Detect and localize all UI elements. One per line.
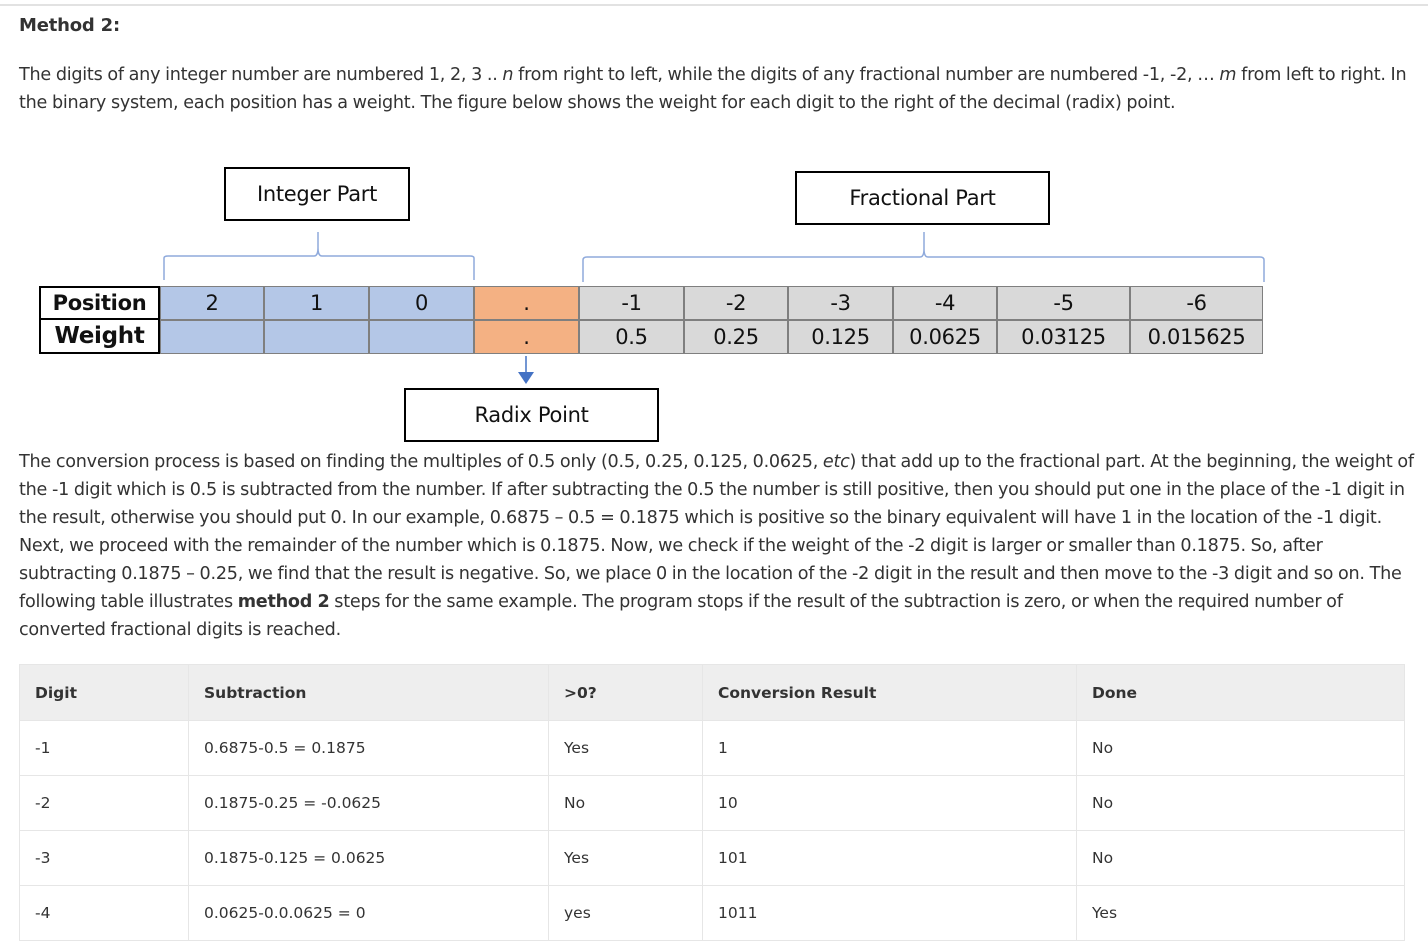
fractional-part-box: Fractional Part xyxy=(795,171,1050,225)
fractional-position-cell: -5 xyxy=(997,286,1130,320)
explanation-text-2: ) that add up to the fractional part. At… xyxy=(19,452,1414,612)
cell-positive: yes xyxy=(548,885,703,941)
integer-position-cell: 1 xyxy=(264,286,369,320)
integer-brace xyxy=(163,232,475,280)
header-subtraction: Subtraction xyxy=(188,664,549,721)
cell-conversion-result: 101 xyxy=(702,830,1077,886)
fractional-position-cell: -3 xyxy=(788,286,893,320)
fractional-position-cell: -2 xyxy=(684,286,788,320)
intro-var-m: m xyxy=(1219,65,1237,85)
fractional-weight-cell: 0.03125 xyxy=(997,320,1130,354)
method2-steps-table: Digit Subtraction >0? Conversion Result … xyxy=(19,664,1405,941)
cell-conversion-result: 1 xyxy=(702,720,1077,776)
cell-subtraction: 0.1875-0.25 = -0.0625 xyxy=(188,775,549,831)
table-header-row: Digit Subtraction >0? Conversion Result … xyxy=(19,664,1405,721)
header-done: Done xyxy=(1076,664,1405,721)
cell-positive: No xyxy=(548,775,703,831)
cell-conversion-result: 1011 xyxy=(702,885,1077,941)
radix-point-box: Radix Point xyxy=(404,388,659,442)
explanation-text-3: steps for the same example. The program … xyxy=(19,592,1343,640)
cell-subtraction: 0.1875-0.125 = 0.0625 xyxy=(188,830,549,886)
fractional-weight-cell: 0.5 xyxy=(579,320,684,354)
intro-text-1: The digits of any integer number are num… xyxy=(19,65,503,85)
fractional-brace xyxy=(582,232,1265,282)
radix-position-cell: . xyxy=(474,286,579,320)
explanation-text-1: The conversion process is based on findi… xyxy=(19,452,823,472)
fractional-weight-cell: 0.015625 xyxy=(1130,320,1263,354)
fractional-position-cell: -1 xyxy=(579,286,684,320)
top-divider xyxy=(0,4,1428,6)
cell-digit: -4 xyxy=(19,885,189,941)
header-digit: Digit xyxy=(19,664,189,721)
integer-weight-cell xyxy=(369,320,474,354)
intro-text-3: from left to right. In the binary system… xyxy=(19,65,1407,113)
fractional-weight-cell: 0.0625 xyxy=(893,320,997,354)
header-conversion-result: Conversion Result xyxy=(702,664,1077,721)
integer-position-cell: 0 xyxy=(369,286,474,320)
explanation-paragraph: The conversion process is based on findi… xyxy=(19,448,1419,644)
position-label: Position xyxy=(39,286,160,320)
fractional-position-cell: -6 xyxy=(1130,286,1263,320)
cell-subtraction: 0.6875-0.5 = 0.1875 xyxy=(188,720,549,776)
integer-weight-cell xyxy=(264,320,369,354)
integer-position-cell: 2 xyxy=(160,286,264,320)
fractional-weight-cell: 0.125 xyxy=(788,320,893,354)
figure-braces-and-arrow xyxy=(163,232,1265,384)
cell-digit: -2 xyxy=(19,775,189,831)
cell-done: No xyxy=(1076,720,1405,776)
integer-weight-cell xyxy=(160,320,264,354)
header-positive: >0? xyxy=(548,664,703,721)
explanation-etc: etc xyxy=(822,452,850,472)
cell-positive: Yes xyxy=(548,830,703,886)
binary-weight-figure: Integer Part Fractional Part Radix Point… xyxy=(0,150,1428,450)
cell-positive: Yes xyxy=(548,720,703,776)
cell-conversion-result: 10 xyxy=(702,775,1077,831)
radix-weight-cell: . xyxy=(474,320,579,354)
weight-label: Weight xyxy=(39,320,160,354)
intro-var-n: n xyxy=(502,65,514,85)
intro-paragraph: The digits of any integer number are num… xyxy=(19,61,1409,117)
cell-done: Yes xyxy=(1076,885,1405,941)
cell-digit: -1 xyxy=(19,720,189,776)
cell-done: No xyxy=(1076,830,1405,886)
fractional-weight-cell: 0.25 xyxy=(684,320,788,354)
explanation-method: method 2 xyxy=(237,592,330,612)
cell-subtraction: 0.0625-0.0.0625 = 0 xyxy=(188,885,549,941)
radix-arrow-head xyxy=(518,372,534,384)
cell-done: No xyxy=(1076,775,1405,831)
intro-text-2: from right to left, while the digits of … xyxy=(513,65,1220,85)
section-heading: Method 2: xyxy=(19,15,120,36)
cell-digit: -3 xyxy=(19,830,189,886)
fractional-position-cell: -4 xyxy=(893,286,997,320)
integer-part-box: Integer Part xyxy=(224,167,410,221)
